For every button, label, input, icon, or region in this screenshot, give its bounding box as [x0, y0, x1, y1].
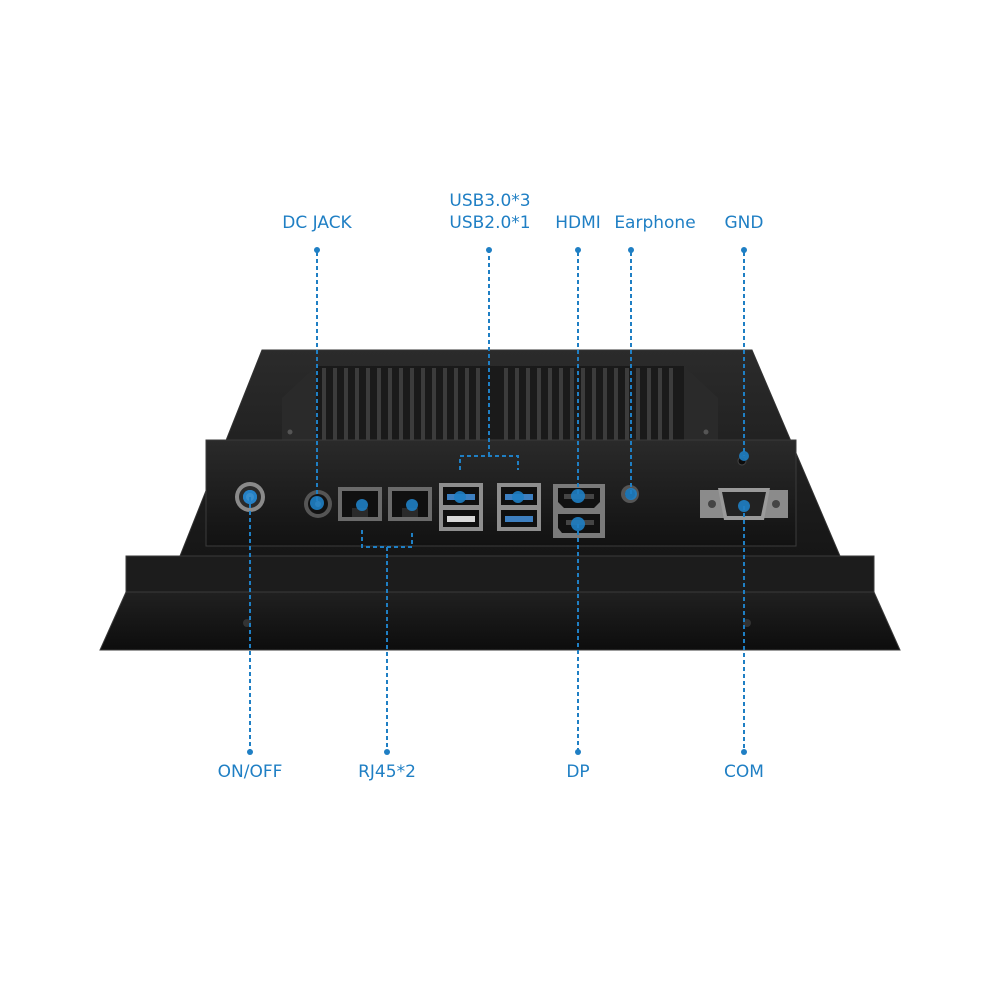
label-dp: DP — [566, 762, 590, 782]
label-on-off: ON/OFF — [217, 762, 283, 782]
label-dc-jack: DC JACK — [282, 213, 352, 233]
label-earphone: Earphone — [614, 213, 696, 233]
callout-dots — [243, 247, 750, 755]
label-hdmi: HDMI — [555, 213, 601, 233]
heatsink-fins — [322, 368, 673, 440]
label-usb-line2: USB2.0*1 — [449, 213, 531, 233]
label-gnd: GND — [724, 213, 764, 233]
label-usb-line1: USB3.0*3 — [449, 191, 531, 211]
com-port — [700, 488, 788, 520]
label-rj45: RJ45*2 — [358, 762, 416, 782]
bracket-lines — [249, 252, 745, 752]
label-com: COM — [724, 762, 764, 782]
bezel-plate — [99, 591, 901, 651]
